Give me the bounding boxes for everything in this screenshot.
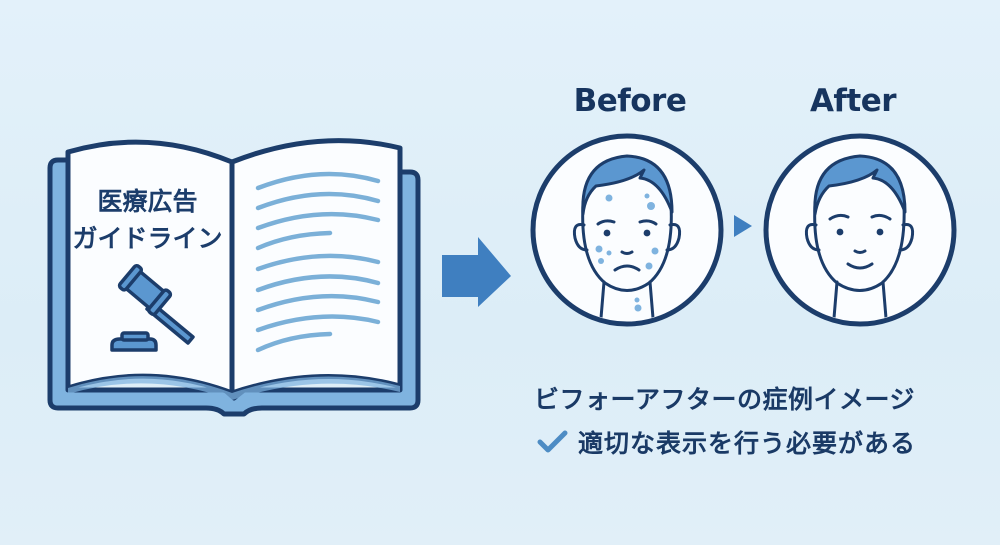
right-arrow-icon bbox=[442, 237, 511, 307]
triangle-right-icon bbox=[734, 215, 752, 237]
caption-line1: ビフォーアフターの症例イメージ bbox=[534, 385, 916, 414]
before-face-icon bbox=[530, 133, 724, 327]
gavel-icon bbox=[110, 263, 195, 352]
book-title-line1: 医療広告 bbox=[97, 187, 198, 216]
open-book bbox=[47, 138, 421, 417]
caption-line2: 適切な表示を行う必要がある bbox=[578, 429, 917, 458]
before-label: Before bbox=[573, 83, 687, 119]
checkmark-icon bbox=[537, 430, 568, 453]
book-title-line2: ガイドライン bbox=[72, 224, 223, 253]
book-text-lines bbox=[255, 171, 381, 353]
after-face-icon bbox=[763, 133, 957, 327]
after-label: After bbox=[809, 83, 897, 119]
book-left-page bbox=[65, 139, 235, 396]
book-cover bbox=[47, 157, 421, 417]
